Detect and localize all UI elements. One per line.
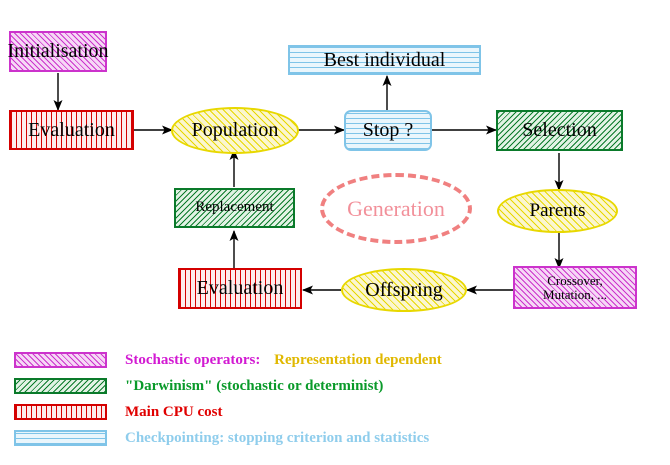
legend-text-checkpointing-primary: Checkpointing: stopping criterion and st… [125,429,430,446]
node-evaluation-bottom[interactable]: Evaluation [178,268,302,309]
legend-text-stochastic: Stochastic operators: Representation dep… [125,351,442,368]
node-stop[interactable]: Stop ? [344,110,432,151]
node-offspring[interactable]: Offspring [341,268,467,312]
legend-text-stochastic-secondary: Representation dependent [274,351,442,368]
node-parents[interactable]: Parents [497,189,618,233]
node-population-label: Population [191,119,279,141]
legend-text-cpu-cost-primary: Main CPU cost [125,403,223,420]
legend-swatch-blue-horizontal-hatch-icon [14,430,107,446]
node-replacement[interactable]: Replacement [174,188,295,228]
legend-row-stochastic: Stochastic operators: Representation dep… [14,351,442,369]
node-crossover-mutation[interactable]: Crossover, Mutation, ... [513,266,637,309]
node-evaluation-top[interactable]: Evaluation [9,110,134,150]
node-initialisation[interactable]: Initialisation [7,31,109,72]
node-selection-label: Selection [522,119,597,141]
legend-row-cpu-cost: Main CPU cost [14,403,223,421]
legend-text-checkpointing: Checkpointing: stopping criterion and st… [125,429,430,446]
node-parents-label: Parents [529,200,586,222]
node-offspring-label: Offspring [365,278,443,301]
node-population[interactable]: Population [171,107,299,154]
legend-row-checkpointing: Checkpointing: stopping criterion and st… [14,429,429,447]
legend-text-darwinism-primary: "Darwinism" (stochastic or determinist) [125,377,384,394]
legend-swatch-magenta-diagonal-hatch-icon [14,352,107,368]
node-generation: Generation [320,173,472,244]
legend-text-cpu-cost: Main CPU cost [125,403,223,420]
node-stop-label: Stop ? [362,119,414,141]
legend: Stochastic operators: Representation dep… [0,340,670,465]
legend-row-darwinism: "Darwinism" (stochastic or determinist) [14,377,383,395]
legend-swatch-green-diagonal-hatch-icon [14,378,107,394]
legend-text-stochastic-primary: Stochastic operators: [125,351,261,368]
node-crossover-label-line1: Crossover, [547,272,603,288]
node-initialisation-label: Initialisation [7,40,109,62]
node-best-individual[interactable]: Best individual [288,45,481,75]
node-evaluation-top-label: Evaluation [28,118,115,141]
legend-text-darwinism: "Darwinism" (stochastic or determinist) [125,377,384,394]
node-generation-label: Generation [347,195,445,221]
node-evaluation-bottom-label: Evaluation [196,277,284,299]
node-crossover-label-line2: Mutation, ... [543,286,607,302]
node-replacement-label: Replacement [195,199,274,216]
node-best-individual-label: Best individual [323,48,446,71]
node-selection[interactable]: Selection [496,110,623,151]
legend-swatch-red-vertical-hatch-icon [14,404,107,420]
